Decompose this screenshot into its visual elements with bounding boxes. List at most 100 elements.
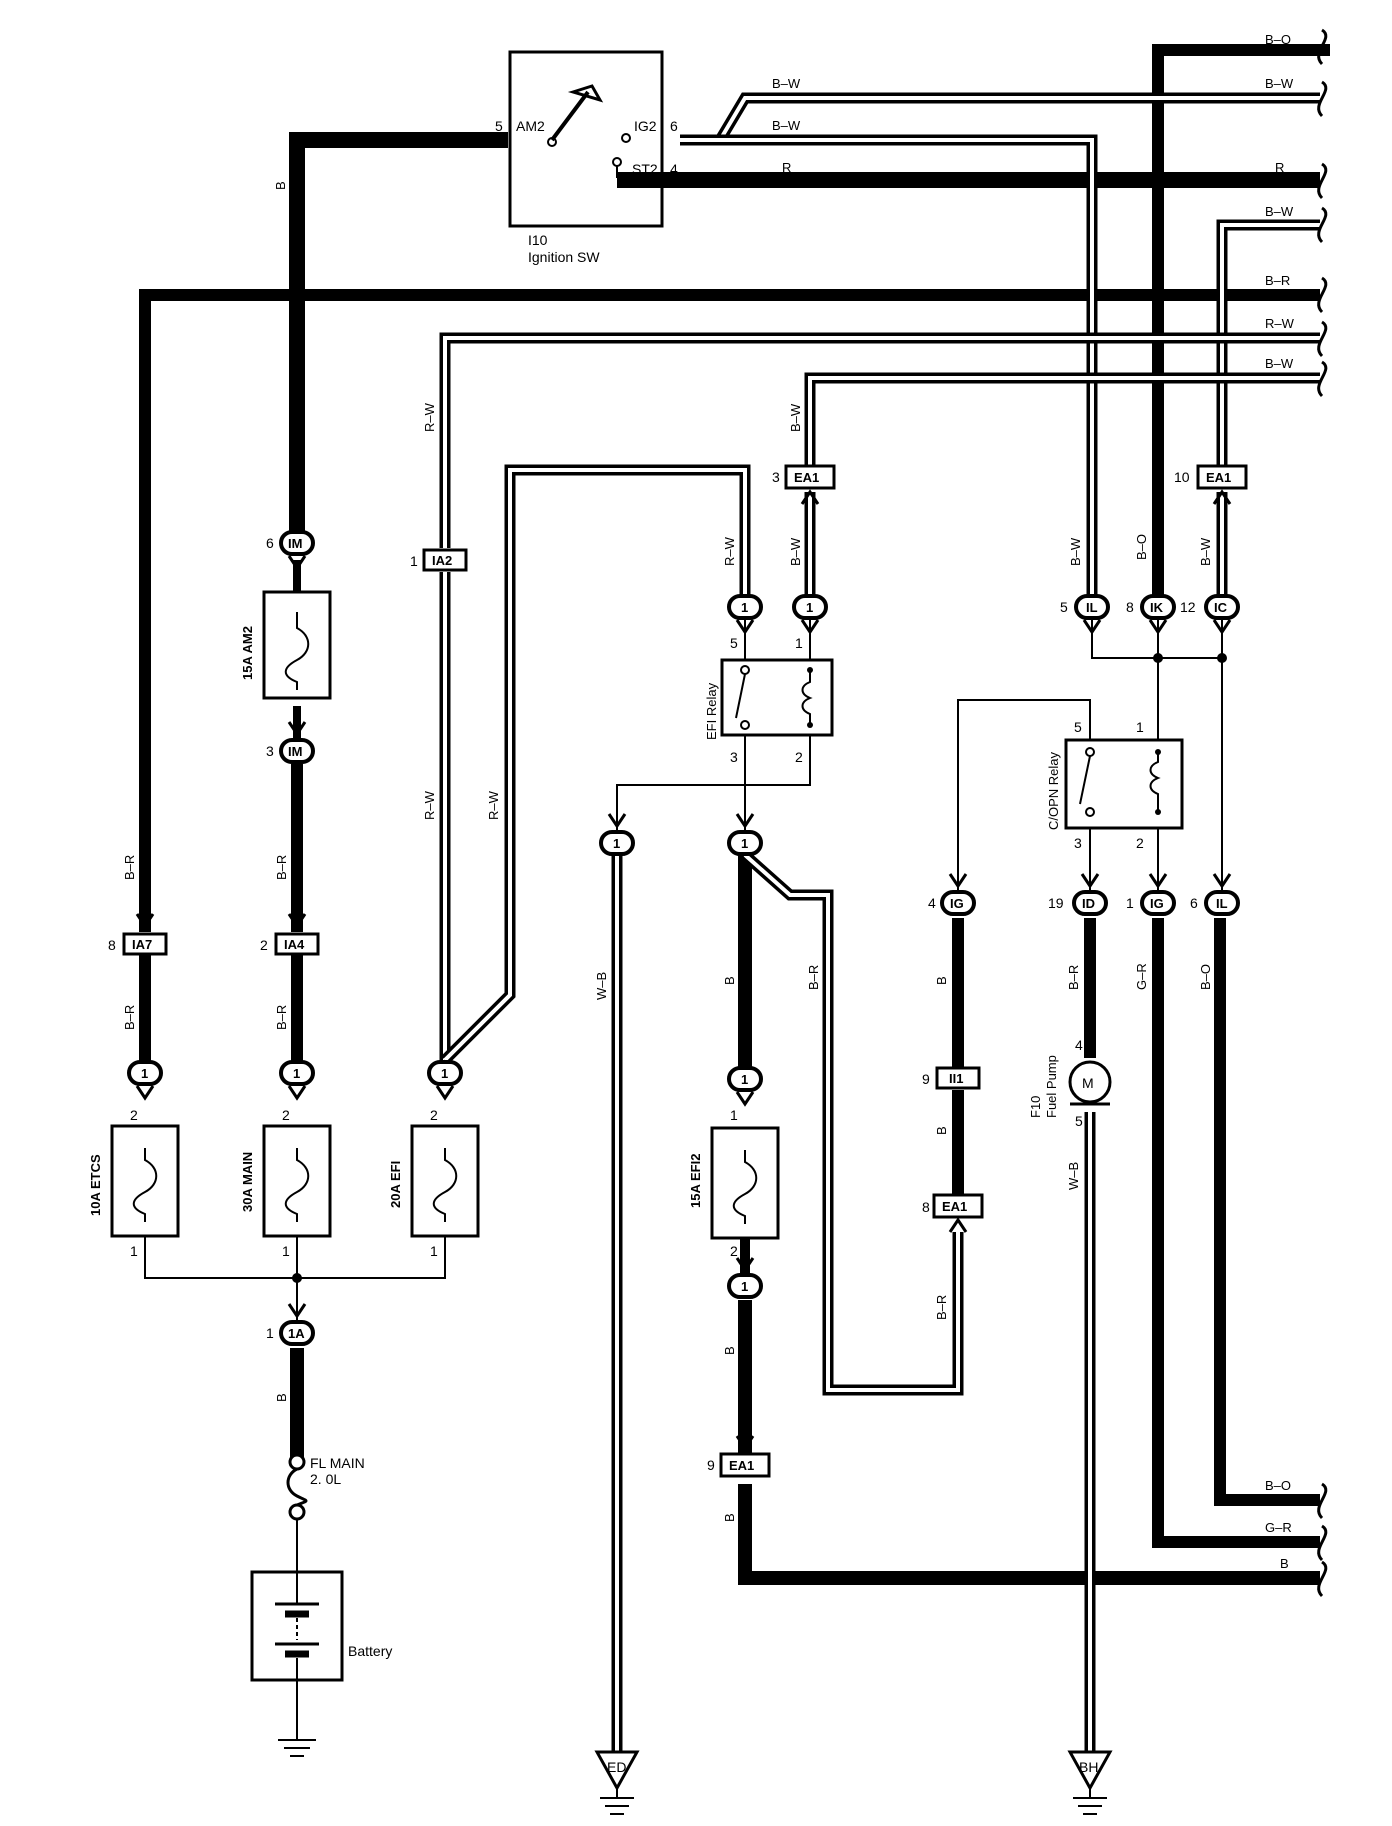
svg-text:IA4: IA4 — [284, 937, 305, 952]
battery: Battery — [250, 1570, 392, 1757]
svg-text:2: 2 — [260, 937, 268, 953]
connector-il-5: IL 5 — [1060, 594, 1110, 635]
svg-text:10: 10 — [1174, 469, 1190, 485]
wire-label-b: B — [274, 1393, 289, 1402]
connector-il-6: IL 6 — [1190, 873, 1240, 916]
fuse-am2: 15A AM2 — [240, 590, 332, 700]
junction-1-etcs: 1 — [127, 1060, 163, 1101]
wire-label-rw: R–W — [422, 402, 437, 432]
wire-break-marks — [1317, 28, 1328, 1598]
fuse-main-pin-in: 2 — [282, 1107, 290, 1123]
wire-label-rw: R–W — [422, 790, 437, 820]
connector-im-3: IM 3 — [266, 721, 315, 764]
wire-label-b: B — [934, 976, 949, 985]
wire-label-rw: R–W — [486, 790, 501, 820]
wire-label-br: B–R — [1066, 965, 1081, 990]
horizontal-wire-labels: B–W B–W R — [772, 76, 801, 175]
wire-label-br: B–R — [122, 1005, 137, 1030]
svg-text:19: 19 — [1048, 895, 1064, 911]
wire-label-bw: B–W — [772, 76, 801, 91]
svg-text:9: 9 — [922, 1071, 930, 1087]
connector-ig-1: IG 1 — [1126, 873, 1176, 916]
efi-relay: EFI Relay 5 1 3 2 — [704, 635, 834, 765]
junction-1-efi-relay-1: 1 — [792, 594, 828, 635]
right-label: B–O — [1265, 32, 1291, 47]
fuse-etcs-pin-in: 2 — [130, 1107, 138, 1123]
fl-main-label: FL MAIN — [310, 1455, 365, 1471]
right-label: B–W — [1265, 204, 1294, 219]
wire-label-br: B–R — [274, 1005, 289, 1030]
wire-label-bw: B–W — [788, 403, 803, 432]
svg-text:1: 1 — [806, 600, 813, 615]
pin-label: 5 — [495, 118, 503, 134]
fl-main-sub: 2. 0L — [310, 1471, 341, 1487]
copn-relay-pin3: 3 — [1074, 835, 1082, 851]
right-edge-labels: B–O B–W R B–W B–R R–W B–W B–O G–R B — [1265, 32, 1295, 1571]
svg-text:IA2: IA2 — [432, 553, 452, 568]
ground-ed-label: ED — [607, 1759, 626, 1775]
right-label: B–R — [1265, 273, 1290, 288]
thick-wires — [139, 44, 1330, 1585]
fuel-pump-name: Fuel Pump — [1044, 1055, 1059, 1118]
connector-ia4: IA4 2 — [260, 913, 320, 956]
fuse-efi2: 15A EFI2 — [688, 1126, 780, 1240]
junction-dots — [292, 653, 1227, 1283]
wire-label-br: B–R — [122, 855, 137, 880]
fuse-efi-pin-in: 2 — [430, 1107, 438, 1123]
wire-label-wb: W–B — [594, 972, 609, 1000]
wire-label-bo: B–O — [1134, 534, 1149, 560]
wire-labels: B B–R B–R B–R B–R B R–W R–W R–W R–W B–W … — [122, 181, 1213, 1522]
copn-relay: C/OPN Relay 5 1 3 2 — [1046, 719, 1184, 851]
fusible-link: FL MAIN 2. 0L — [286, 1453, 365, 1521]
svg-text:IG: IG — [1150, 896, 1164, 911]
fuel-pump-id: F10 — [1028, 1096, 1043, 1118]
double-wires — [439, 92, 1320, 1752]
svg-text:IC: IC — [1214, 600, 1228, 615]
svg-text:EA1: EA1 — [1206, 470, 1231, 485]
ground-bh-label: BH — [1079, 1759, 1098, 1775]
fuse-efi2-label: 15A EFI2 — [688, 1154, 703, 1208]
copn-relay-pin5: 5 — [1074, 719, 1082, 735]
svg-text:1: 1 — [441, 1066, 448, 1081]
efi-relay-pin2: 2 — [795, 749, 803, 765]
svg-text:1: 1 — [741, 1072, 748, 1087]
fuse-efi-label: 20A EFI — [388, 1161, 403, 1208]
wire-label-b: B — [722, 1513, 737, 1522]
wire-label-br: B–R — [806, 965, 821, 990]
svg-text:IA7: IA7 — [132, 937, 152, 952]
ignition-switch-name: Ignition SW — [528, 249, 600, 265]
junction-1-wb: 1 — [599, 813, 635, 856]
pin-label: 6 — [670, 118, 678, 134]
svg-text:IL: IL — [1086, 600, 1098, 615]
junction-1-efi2-in: 1 — [727, 1066, 763, 1107]
wire-label-b: B — [934, 1126, 949, 1135]
fuse-main-pin-out: 1 — [282, 1243, 290, 1259]
efi-relay-pin3: 3 — [730, 749, 738, 765]
fuse-efi2-pin-out: 2 — [730, 1243, 738, 1259]
wire-label-bw: B–W — [1068, 537, 1083, 566]
copn-relay-label: C/OPN Relay — [1046, 751, 1061, 830]
fuel-pump: M 4 5 F10 Fuel Pump — [1028, 1037, 1112, 1129]
fuse-am2-label: 15A AM2 — [240, 626, 255, 680]
svg-text:12: 12 — [1180, 599, 1196, 615]
right-label: R–W — [1265, 316, 1295, 331]
wire-label-bw: B–W — [788, 537, 803, 566]
right-label: B — [1280, 1556, 1289, 1571]
svg-text:6: 6 — [266, 535, 274, 551]
fuse-efi-pin-out: 1 — [430, 1243, 438, 1259]
connector-ic-12: IC 12 — [1180, 594, 1240, 635]
svg-text:3: 3 — [266, 743, 274, 759]
efi-relay-pin1: 1 — [795, 635, 803, 651]
efi-relay-pin5: 5 — [730, 635, 738, 651]
svg-text:6: 6 — [1190, 895, 1198, 911]
rect-connectors: IA2 1 IA7 8 IA4 2 EA1 3 EA1 10 — [108, 464, 1248, 1478]
svg-text:1: 1 — [741, 1279, 748, 1294]
connector-ia2: IA2 1 — [410, 548, 468, 572]
fuse-etcs-label: 10A ETCS — [88, 1154, 103, 1216]
right-label: R — [1275, 160, 1284, 175]
ground-bh: BH — [1067, 1750, 1113, 1815]
svg-text:EA1: EA1 — [942, 1199, 967, 1214]
svg-text:II1: II1 — [949, 1071, 963, 1086]
connector-ea1-8: EA1 8 — [922, 1193, 984, 1233]
